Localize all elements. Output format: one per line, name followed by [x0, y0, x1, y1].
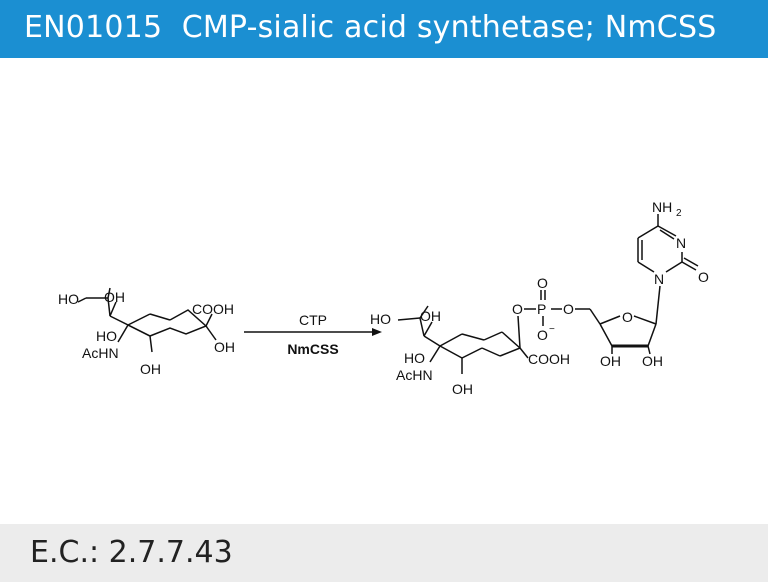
ribose-oh-bond	[647, 345, 651, 355]
cytosine-bond	[637, 261, 655, 273]
substrate-side-bond	[107, 287, 111, 299]
product-nh-bond	[429, 345, 441, 363]
product-ring-bond	[461, 333, 485, 341]
product-n3: N	[676, 235, 686, 251]
substrate-side-bond	[109, 315, 129, 326]
substrate-side-bond	[77, 297, 87, 303]
carbonyl-bond	[681, 261, 697, 271]
product-cooh-bond	[519, 347, 529, 359]
product-p: P	[537, 301, 546, 317]
product-side-bond	[423, 335, 441, 347]
product-o-top: O	[537, 275, 548, 291]
ribose-bond	[599, 315, 621, 325]
substrate-cooh: COOH	[192, 301, 234, 317]
ec-number: E.C.: 2.7.7.43	[30, 535, 233, 570]
product-molecule: HO OH HO AcHN OH COOH O P O O − O O OH O…	[370, 199, 709, 397]
product-n1: N	[654, 271, 664, 287]
substrate-achn: AcHN	[82, 345, 119, 361]
product-ring-bond	[501, 331, 521, 349]
product-ring-bond	[483, 331, 503, 341]
substrate-oh-anomeric-bond	[205, 325, 217, 341]
product-side-bond	[397, 317, 421, 321]
product-o-ribose: O	[622, 309, 633, 325]
product-oh-2: OH	[642, 353, 663, 369]
cytosine-bond	[637, 225, 659, 239]
reaction-arrow-group: CTP NmCSS	[244, 312, 382, 357]
substrate-ho-ring: HO	[96, 328, 117, 344]
product-o-link-bond	[517, 315, 521, 349]
product-oh-3: OH	[600, 353, 621, 369]
product-nh2: NH	[652, 199, 672, 215]
product-side-bond	[423, 321, 433, 337]
substrate-oh-side: OH	[104, 289, 125, 305]
substrate-side-bond	[107, 297, 111, 317]
carbonyl-double-bond	[683, 257, 699, 267]
cytosine-bond	[665, 261, 683, 273]
ribose-bond	[647, 323, 657, 347]
substrate-ho-side: HO	[58, 291, 79, 307]
product-achn: AcHN	[396, 367, 433, 383]
substrate-oh-anomeric: OH	[214, 339, 235, 355]
product-ho-side: HO	[370, 311, 391, 327]
arrow-head	[372, 328, 382, 336]
substrate-cooh-bond	[205, 313, 213, 327]
substrate-ring-bond	[149, 313, 171, 321]
substrate-oh-bottom: OH	[140, 361, 161, 377]
product-side-bond	[419, 305, 429, 319]
substrate-nh-bond	[117, 324, 129, 343]
cytosine-double-bond	[659, 229, 675, 240]
product-ring-bond	[499, 347, 521, 357]
ch2-c4-bond	[589, 308, 601, 325]
product-ring-bond	[439, 333, 463, 347]
glycosidic-bond	[655, 285, 661, 325]
product-ring-bond	[481, 347, 501, 357]
substrate-ring-bond	[127, 313, 151, 326]
header-bar: EN01015 CMP-sialic acid synthetase; NmCS…	[0, 0, 768, 58]
product-charge: −	[549, 324, 555, 335]
product-oh-side: OH	[420, 308, 441, 324]
product-o-carbonyl: O	[698, 269, 709, 285]
product-nh2-sub: 2	[676, 208, 682, 219]
product-cooh: COOH	[528, 351, 570, 367]
footer-bar: E.C.: 2.7.7.43	[0, 524, 768, 582]
ribose-bond	[633, 315, 657, 325]
product-oh-bottom: OH	[452, 381, 473, 397]
product-ring-bond	[439, 345, 463, 359]
reagent-label: CTP	[299, 312, 327, 328]
product-o-minus: O	[537, 327, 548, 343]
cytosine-bond	[657, 225, 677, 237]
substrate-oh-bond	[149, 335, 153, 353]
product-side-bond	[419, 317, 425, 337]
product-o-ester: O	[563, 301, 574, 317]
substrate-molecule: HO OH COOH HO OH AcHN OH	[58, 287, 235, 377]
product-ho-ring: HO	[404, 350, 425, 366]
ribose-bond	[599, 323, 613, 347]
substrate-ring-bond	[127, 324, 151, 337]
product-o-link: O	[512, 301, 523, 317]
reaction-scheme: HO OH COOH HO OH AcHN OH CTP NmCSS	[0, 58, 768, 524]
enzyme-label: NmCSS	[287, 341, 338, 357]
substrate-side-bond	[109, 301, 117, 317]
product-ring-bond	[461, 347, 483, 359]
reaction-diagram: HO OH COOH HO OH AcHN OH CTP NmCSS	[58, 199, 709, 397]
page-title: EN01015 CMP-sialic acid synthetase; NmCS…	[24, 10, 717, 45]
